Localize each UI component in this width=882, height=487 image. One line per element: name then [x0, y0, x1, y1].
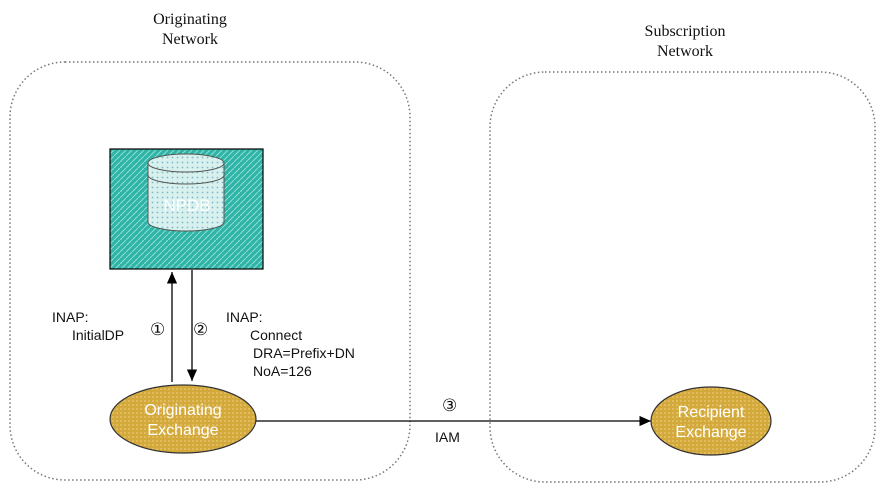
connect-message-line3: DRA=Prefix+DN	[253, 345, 355, 361]
originating-network-title-line2: Network	[162, 31, 218, 48]
step-2-marker: ②	[193, 320, 209, 339]
initialdp-message-label: INAP: InitialDP	[52, 308, 124, 344]
connect-message-label: INAP: Connect DRA=Prefix+DN NoA=126	[226, 308, 355, 380]
connect-message-line2: Connect	[250, 327, 303, 343]
originating-network-title-line1: Originating	[153, 11, 227, 28]
subscription-network-title: Subscription Network	[615, 22, 755, 62]
subscription-network-boundary	[489, 71, 876, 483]
recipient-exchange-node	[650, 386, 772, 456]
originating-exchange-label-line1: Originating	[144, 402, 222, 419]
originating-exchange-label-line2: Exchange	[147, 422, 219, 439]
originating-exchange-node	[109, 384, 257, 454]
subscription-network-title-line1: Subscription	[644, 23, 726, 40]
step-3-marker: ③	[442, 396, 458, 415]
step-1-marker: ①	[150, 320, 166, 339]
subscription-network-title-line2: Network	[657, 43, 713, 60]
recipient-exchange-label: Recipient Exchange	[651, 403, 771, 443]
connect-message-line4: NoA=126	[253, 363, 312, 379]
originating-network-title: Originating Network	[120, 10, 260, 50]
initialdp-message-line2: InitialDP	[72, 327, 125, 343]
npdb-label: NPDB	[163, 196, 211, 215]
initialdp-message-line1: INAP:	[52, 309, 89, 325]
connect-message-line1: INAP:	[226, 309, 263, 325]
iam-message-label: IAM	[435, 429, 460, 445]
originating-network-boundary	[9, 61, 411, 481]
recipient-exchange-label-line2: Exchange	[675, 424, 747, 441]
recipient-exchange-label-line1: Recipient	[677, 404, 745, 421]
originating-exchange-label: Originating Exchange	[113, 401, 253, 441]
database-icon	[147, 153, 225, 232]
